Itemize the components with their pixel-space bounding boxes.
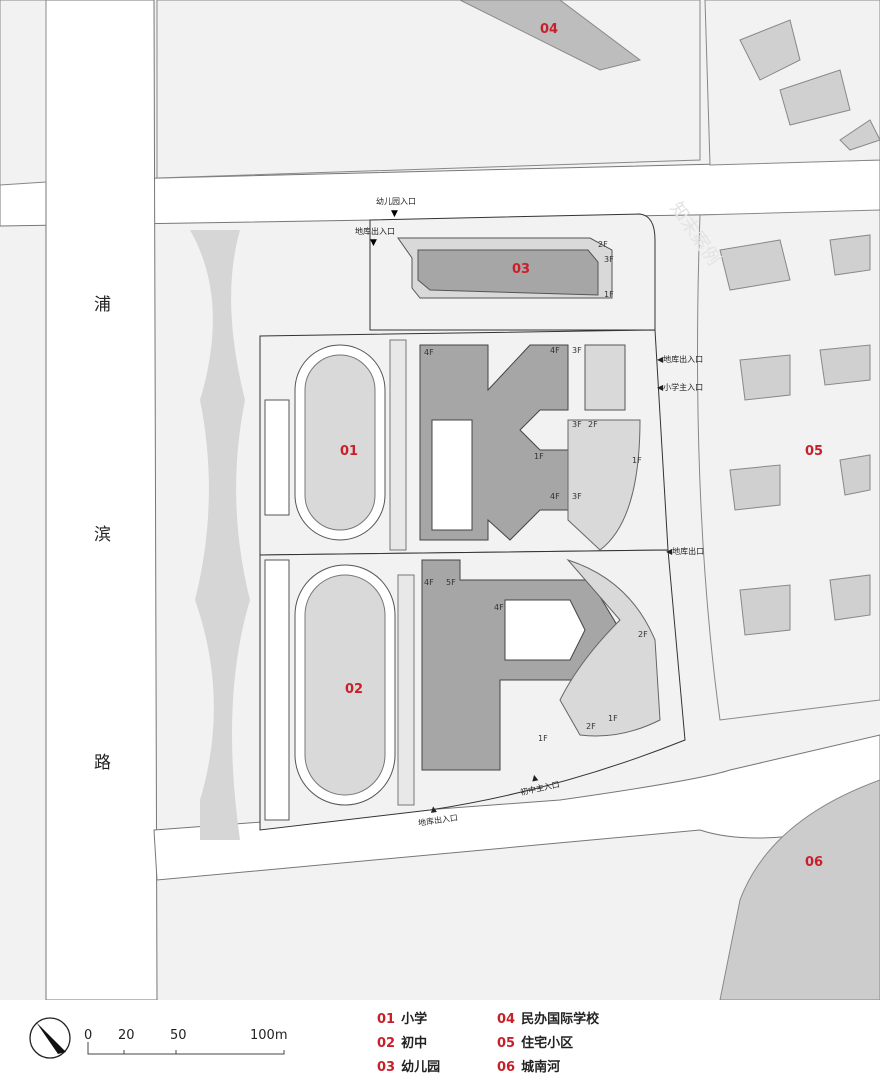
legend: 0 20 50 100m 01 小学 02 初中 03 幼儿园 04 民办国际学校 05… xyxy=(0,1002,880,1086)
floor-label: 2F xyxy=(588,420,598,429)
floor-label: 1F xyxy=(608,714,618,723)
residential-05 xyxy=(697,209,880,721)
entrance-primary-main-label: 小学主入口 xyxy=(663,383,704,392)
floor-label: 3F xyxy=(604,255,614,264)
legend-num: 06 xyxy=(497,1060,516,1075)
zone-label-01: 01 xyxy=(340,444,359,459)
zone-label-06: 06 xyxy=(805,855,824,870)
entrance-primary-main: ◀小学主入口 xyxy=(657,382,703,393)
legend-label: 住宅小区 xyxy=(521,1036,574,1051)
legend-label: 幼儿园 xyxy=(401,1060,441,1075)
legend-item-06: 06 城南河 xyxy=(497,1056,560,1075)
roads xyxy=(0,0,880,1000)
scale-tick-0: 0 xyxy=(84,1028,93,1043)
primary-parcel xyxy=(259,329,669,556)
site-plan xyxy=(0,0,880,1000)
north-arrow-icon xyxy=(29,1017,71,1059)
junior-parcel xyxy=(259,549,686,831)
legend-item-04: 04 民办国际学校 xyxy=(497,1008,599,1027)
kindergarten-parcel xyxy=(369,213,656,331)
floor-label: 1F xyxy=(604,290,614,299)
road-name-char-3: 路 xyxy=(94,753,111,773)
zone-label-05: 05 xyxy=(805,444,824,459)
road-name-char-1: 浦 xyxy=(94,295,111,315)
legend-num: 05 xyxy=(497,1036,516,1051)
entrance-garage-top-label: 地库出入口 xyxy=(355,227,395,236)
floor-label: 2F xyxy=(638,630,648,639)
road-name-char-2: 滨 xyxy=(94,525,111,545)
floor-label: 4F xyxy=(550,346,560,355)
entrance-garage-top-arrow: ▼ xyxy=(370,238,377,248)
zone-label-03: 03 xyxy=(512,262,531,277)
floor-label: 3F xyxy=(572,346,582,355)
entrance-kindergarten-arrow: ▼ xyxy=(391,209,398,219)
floor-label: 3F xyxy=(572,492,582,501)
legend-label: 小学 xyxy=(401,1012,428,1027)
river-park xyxy=(190,230,250,840)
entrance-primary-main-arrow: ◀ xyxy=(657,383,664,392)
floor-label: 4F xyxy=(494,603,504,612)
top-blocks xyxy=(0,0,880,186)
legend-label: 城南河 xyxy=(521,1060,561,1075)
scale-tick-100: 100m xyxy=(250,1028,288,1043)
legend-item-02: 02 初中 xyxy=(377,1032,427,1051)
floor-label: 2F xyxy=(586,722,596,731)
entrance-garage-exit-arrow: ◀ xyxy=(666,547,673,556)
floor-label: 2F xyxy=(598,240,608,249)
floor-label: 5F xyxy=(446,578,456,587)
entrance-garage-top: 地库出入口 xyxy=(355,226,395,237)
floor-label: 1F xyxy=(538,734,548,743)
entrance-garage-east-label: 地库出入口 xyxy=(663,355,704,364)
floor-label: 3F xyxy=(572,420,582,429)
legend-label: 初中 xyxy=(401,1036,428,1051)
legend-item-05: 05 住宅小区 xyxy=(497,1032,573,1051)
zone-label-04: 04 xyxy=(540,22,559,37)
running-track-01 xyxy=(294,344,386,541)
legend-num: 04 xyxy=(497,1012,516,1027)
legend-item-01: 01 小学 xyxy=(377,1008,427,1027)
floor-label: 4F xyxy=(550,492,560,501)
scale-bar xyxy=(87,1042,285,1055)
legend-item-03: 03 幼儿园 xyxy=(377,1056,440,1075)
floor-label: 1F xyxy=(632,456,642,465)
entrance-kindergarten-label: 幼儿园入口 xyxy=(376,197,416,206)
running-track-02 xyxy=(294,564,396,806)
entrance-kindergarten: 幼儿园入口 xyxy=(376,196,416,207)
scale-tick-50: 50 xyxy=(170,1028,187,1043)
floor-label: 4F xyxy=(424,348,434,357)
entrance-garage-south-arrow: ▲ xyxy=(429,804,438,814)
entrance-garage-exit: ◀地库出口 xyxy=(666,546,704,557)
scale-tick-20: 20 xyxy=(118,1028,135,1043)
legend-num: 03 xyxy=(377,1060,396,1075)
legend-num: 02 xyxy=(377,1036,396,1051)
entrance-garage-east: ◀地库出入口 xyxy=(657,354,703,365)
entrance-garage-exit-label: 地库出口 xyxy=(672,547,705,556)
floor-label: 4F xyxy=(424,578,434,587)
entrance-garage-east-arrow: ◀ xyxy=(657,355,664,364)
zone-label-02: 02 xyxy=(345,682,364,697)
floor-label: 1F xyxy=(534,452,544,461)
legend-num: 01 xyxy=(377,1012,396,1027)
legend-label: 民办国际学校 xyxy=(521,1012,600,1027)
